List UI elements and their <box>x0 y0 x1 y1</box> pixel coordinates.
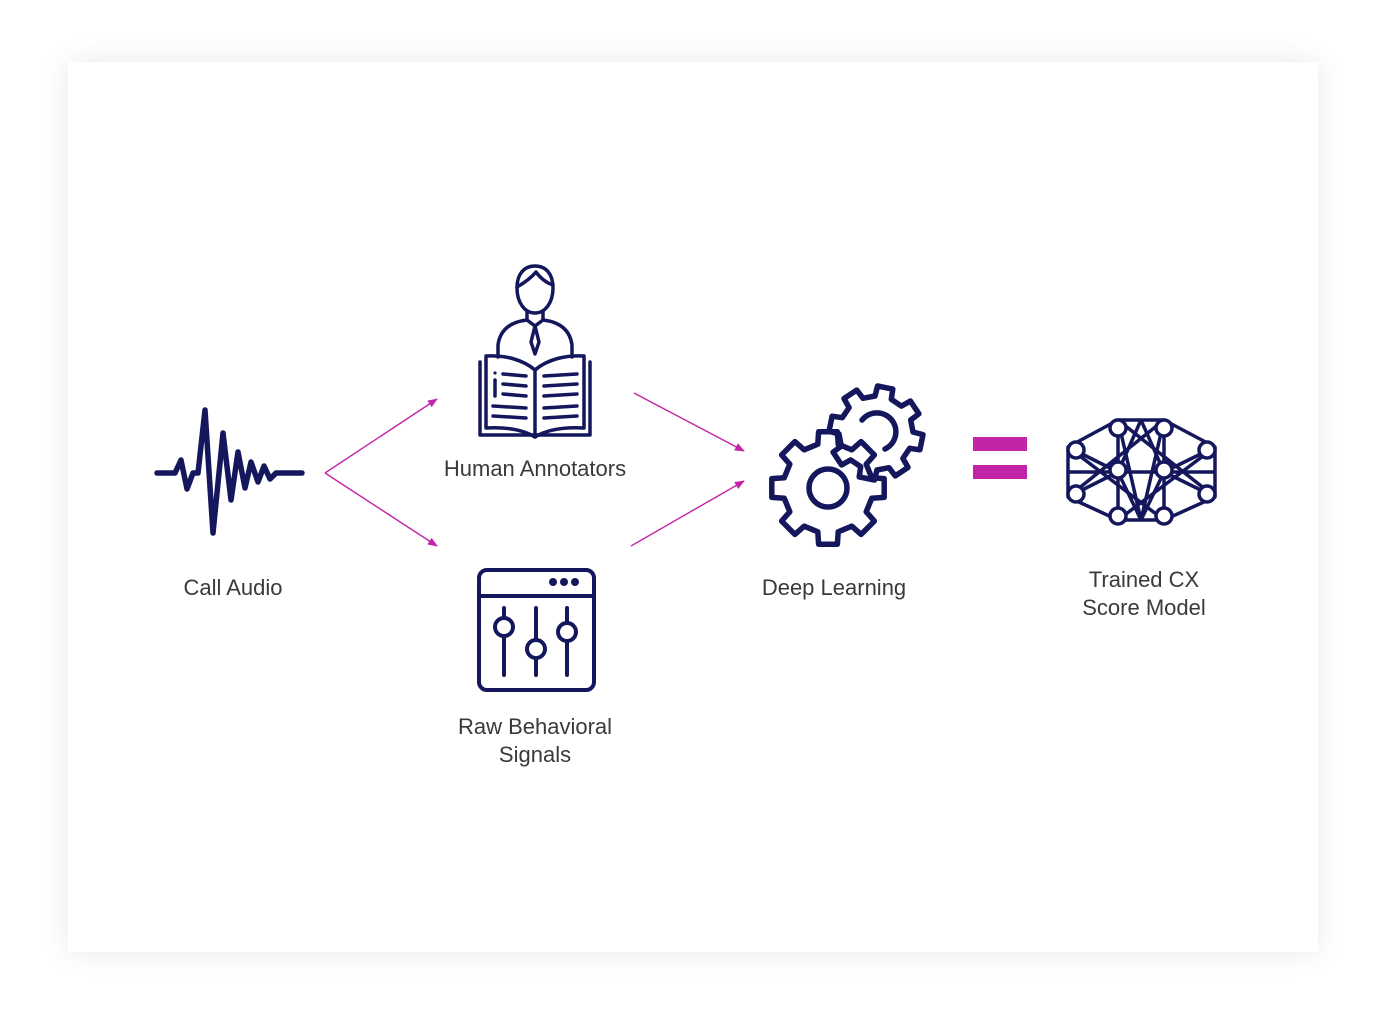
arrow-call-audio-to-human-annotators <box>324 398 438 474</box>
diagram-card <box>68 62 1318 952</box>
arrow-human-annotators-to-deep-learning <box>633 392 745 452</box>
arrow-raw-signals-to-deep-learning <box>630 480 745 547</box>
raw-signals-label-line2: Signals <box>498 742 572 767</box>
annotator-reading-book-icon <box>478 264 592 439</box>
arrow-call-audio-to-raw-signals <box>324 472 438 547</box>
model-label-line1: Trained CX <box>1088 567 1200 592</box>
human-annotators-label-text: Human Annotators <box>443 456 627 481</box>
equalizer-window-icon <box>477 568 596 692</box>
gears-icon <box>769 383 926 547</box>
raw-behavioral-signals-label: Raw Behavioral Signals <box>410 713 660 769</box>
call-audio-label-text: Call Audio <box>183 575 283 600</box>
model-label-line2: Score Model <box>1082 595 1206 620</box>
raw-signals-label-line1: Raw Behavioral <box>457 714 613 739</box>
deep-learning-label: Deep Learning <box>734 574 934 602</box>
trained-cx-score-model-label: Trained CX Score Model <box>1044 566 1244 622</box>
call-audio-label: Call Audio <box>133 574 333 602</box>
deep-learning-label-text: Deep Learning <box>761 575 907 600</box>
neural-network-icon <box>1066 418 1217 526</box>
sound-wave-icon <box>154 407 305 536</box>
human-annotators-label: Human Annotators <box>410 455 660 483</box>
equals-icon <box>973 437 1027 479</box>
